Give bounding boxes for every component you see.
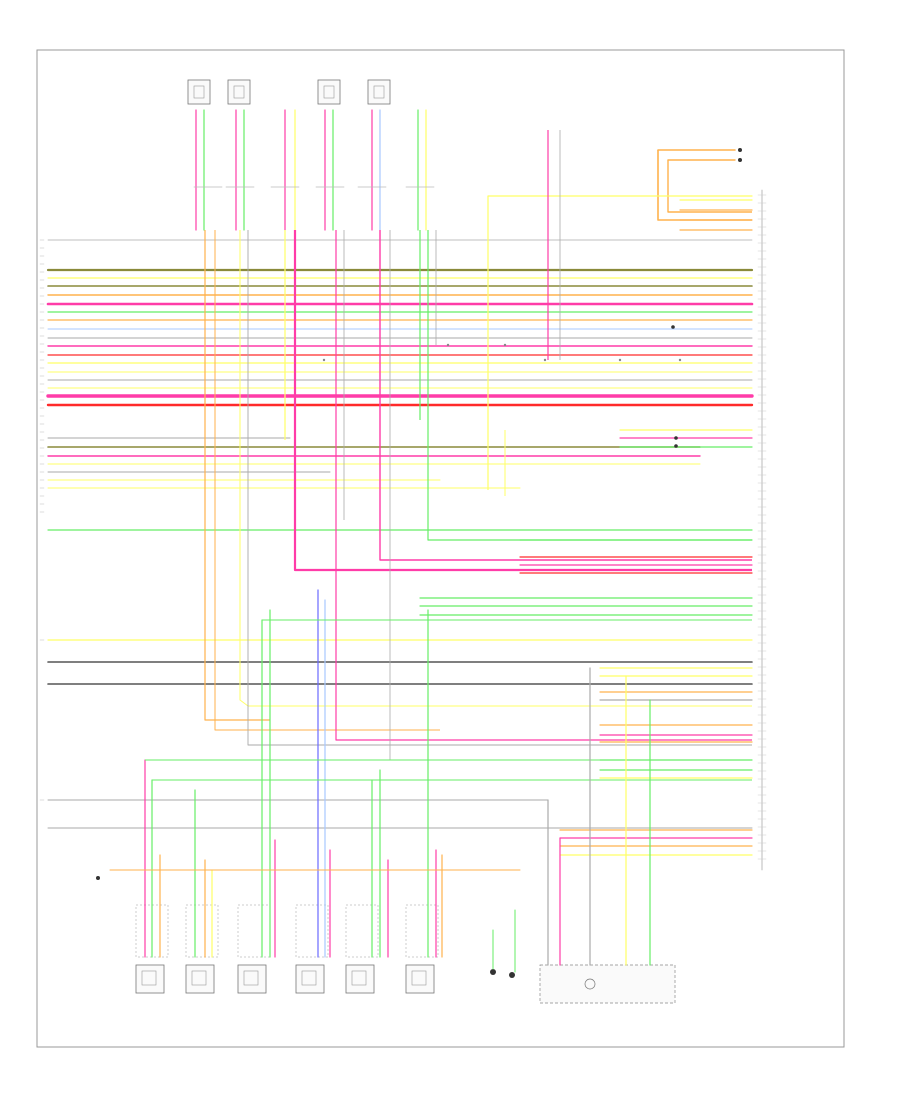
ignition-coil-icon	[191, 970, 207, 986]
splice-point	[618, 358, 622, 362]
injector-connector	[317, 79, 341, 105]
connector-dot	[738, 148, 742, 152]
throttle-module	[539, 964, 676, 1004]
ignition-coil	[295, 964, 325, 994]
ignition-coil-icon	[411, 970, 427, 986]
ignition-coil-icon	[141, 970, 157, 986]
ignition-coil-icon	[301, 970, 317, 986]
connector-dot	[674, 444, 678, 448]
top-right-feed	[667, 160, 752, 213]
injector-run	[427, 230, 752, 541]
ignition-coil	[405, 964, 435, 994]
ignition-coil-icon	[243, 970, 259, 986]
ignition-coil	[185, 964, 215, 994]
top-right-feed	[657, 150, 752, 221]
splice-point	[322, 358, 326, 362]
injector-connector	[227, 79, 251, 105]
injector-run	[247, 230, 752, 746]
coil-connector	[345, 904, 379, 958]
ground-symbol	[509, 972, 515, 978]
coil-connector	[237, 904, 271, 958]
connector-dot	[674, 436, 678, 440]
ignition-coil-icon	[351, 970, 367, 986]
ignition-coil	[345, 964, 375, 994]
ground-symbol	[490, 969, 496, 975]
injector-connector	[187, 79, 211, 105]
splice-point	[678, 358, 682, 362]
splice-point	[543, 358, 547, 362]
injector-icon	[323, 85, 335, 99]
splice-point	[503, 343, 507, 347]
injector-icon	[193, 85, 205, 99]
motor-symbol	[584, 978, 596, 990]
ignition-coil	[135, 964, 165, 994]
injector-connector	[367, 79, 391, 105]
injector-icon	[233, 85, 245, 99]
injector-run	[293, 230, 752, 572]
coil-connector	[295, 904, 329, 958]
injector-icon	[373, 85, 385, 99]
coil-connector	[185, 904, 219, 958]
injector-run	[379, 230, 752, 561]
connector-dot	[671, 325, 675, 329]
connector-dot	[738, 158, 742, 162]
coil-connector	[405, 904, 439, 958]
splice-point	[446, 343, 450, 347]
injector-run	[214, 230, 440, 731]
frame-border	[36, 49, 845, 1048]
ignition-coil	[237, 964, 267, 994]
injector-run	[239, 230, 752, 707]
injector-run	[335, 230, 752, 741]
connector-dot	[96, 876, 100, 880]
